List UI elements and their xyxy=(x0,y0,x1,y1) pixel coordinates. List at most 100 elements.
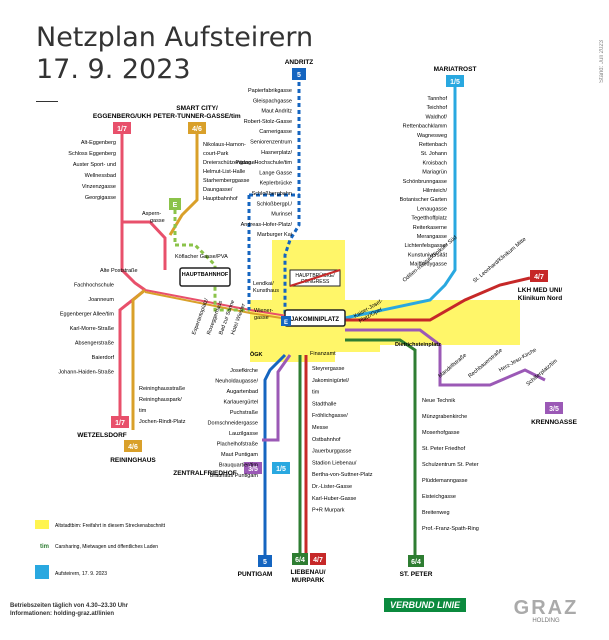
station-label: Alt-Eggenberg xyxy=(81,140,116,146)
station-label: Maiffredygasse xyxy=(410,262,447,268)
hauptbruecke-label-2: CONGRESS xyxy=(301,279,330,285)
stations-line-4-west: Nikolaus-Harnon-court-ParkDreierschützen… xyxy=(203,142,257,202)
terminus-reininghaus: REININGHAUS xyxy=(110,457,156,464)
station-label: Nikolaus-Harnon- xyxy=(203,142,246,148)
badge-zentralfriedhof-35: 3/5 xyxy=(244,462,262,474)
terminus-mariatrost: MARIATROST xyxy=(434,66,477,73)
label-rechbauer: Rechbauerstraße xyxy=(467,348,503,380)
terminus-andritz: ANDRITZ xyxy=(285,59,314,66)
station-label: Wellnessbad xyxy=(85,173,116,179)
line-4-7-east xyxy=(345,276,531,322)
station-label: Hasnerplatz/ xyxy=(261,150,292,156)
station-label: Plüddemanngasse xyxy=(422,478,468,484)
svg-text:4/6: 4/6 xyxy=(128,444,138,451)
map-title-date: 17. 9. 2023 xyxy=(36,54,191,85)
station-label: Breitenweg xyxy=(422,510,450,516)
station-label: Joanneum xyxy=(88,297,114,303)
station-label: Starhemberggasse xyxy=(203,178,249,184)
terminus-lkh-1: LKH MED UNI/ xyxy=(518,287,563,294)
station-label: Fröhlichgasse/ xyxy=(312,413,348,419)
label-leonhard: St. Leonhard/Klinikum Mitte xyxy=(472,237,527,285)
graz-holding-logo: GRAZ HOLDING xyxy=(507,598,585,626)
terminus-zentralfriedhof: ZENTRALFRIEDHOF xyxy=(173,470,237,477)
label-aspern-1: Aspern- xyxy=(142,211,161,217)
legend-altstadt-swatch xyxy=(35,520,49,529)
footer-hours: Betriebszeiten täglich von 4.30–23.30 Uh… xyxy=(10,603,129,609)
station-label: Marburger Kai xyxy=(257,232,292,238)
station-label: Maut Puntigam xyxy=(221,452,258,458)
station-label: Hilmteich/ xyxy=(423,188,448,194)
line-1-7-west xyxy=(120,125,146,292)
stations-line-4-south: ReininghausstraßeReininghauspark/timJoch… xyxy=(139,386,186,425)
station-label: Eggenberger Allee/tim xyxy=(60,312,115,318)
line-1-7-link xyxy=(122,220,167,270)
station-label: Andreas-Hofer-Platz/ xyxy=(241,222,293,228)
badge-wetzelsdorf: 1/7 xyxy=(111,416,129,428)
station-label: Lauzilgasse xyxy=(229,431,258,437)
station-label: Moserhofgasse xyxy=(422,430,460,436)
badge-lkh: 4/7 xyxy=(530,270,548,282)
svg-text:6/4: 6/4 xyxy=(411,559,421,566)
map-title: Netzplan Aufsteirern 17. 9. 2023 xyxy=(36,22,313,86)
station-label: Absengerstraße xyxy=(75,341,114,347)
svg-text:5: 5 xyxy=(297,72,301,79)
station-label: Tannhof xyxy=(427,96,447,102)
station-label: Brauhaus Puntigam xyxy=(210,473,259,479)
footer-info: Informationen: holding-graz.at/linien xyxy=(10,611,114,617)
label-oegk: ÖGK xyxy=(250,351,263,358)
station-label: Schloss Eggenberg xyxy=(68,151,116,157)
hauptbruecke-label-1: HAUPTBRÜCKE/ xyxy=(295,272,335,279)
svg-text:1/5: 1/5 xyxy=(450,79,460,86)
label-alte-post: Alte Poststraße xyxy=(100,268,138,274)
label-mandell: Mandellstraße xyxy=(437,353,468,380)
station-label: Papierfabrikgasse xyxy=(248,88,292,94)
terminus-smartcity-2: PETER-TUNNER-GASSE/tim xyxy=(153,113,241,120)
map-title-line1: Netzplan Aufsteirern xyxy=(36,22,314,53)
graz-logo-text: GRAZ xyxy=(513,597,579,619)
line-6-south xyxy=(345,338,417,560)
station-label: Jauerburggasse xyxy=(312,449,351,455)
label-finanzamt: Finanzamt xyxy=(310,351,336,357)
legend-tim: Carsharing, Mietwagen und öffentliches L… xyxy=(55,544,158,550)
station-label: P+R Murpark xyxy=(312,508,345,514)
station-label: court-Park xyxy=(203,151,229,157)
station-label: Münzgrabenkirche xyxy=(422,414,467,420)
svg-text:1/5: 1/5 xyxy=(276,466,286,473)
badge-e-center: E xyxy=(281,316,291,326)
legend-tim-icon: tim xyxy=(40,544,49,550)
stations-line-1-east: TannhofTeichhofWaldhof/RettenbachklammWa… xyxy=(400,96,448,268)
station-label: Lichtenfelsgasse/ xyxy=(405,243,448,249)
svg-text:4/7: 4/7 xyxy=(534,274,544,281)
station-label: Dreierschützengasse/ xyxy=(203,160,257,166)
station-label: Jochen-Rindt-Platz xyxy=(139,419,186,425)
station-label: Stadthalle xyxy=(312,401,336,407)
badge-e: E xyxy=(169,198,181,210)
station-label: Rettenbachklamm xyxy=(403,124,448,130)
station-label: St. Peter Friedhof xyxy=(422,446,466,452)
station-label: Puchstraße xyxy=(230,410,258,416)
station-label: Teichhof xyxy=(427,105,448,111)
stations-line-4-6-south: SteyrergasseJakominigürtel/timStadthalle… xyxy=(312,366,373,514)
station-label: Maut Andritz xyxy=(261,109,292,115)
svg-text:5: 5 xyxy=(263,559,267,566)
line-1-5-east xyxy=(344,85,457,320)
svg-text:3/5: 3/5 xyxy=(549,406,559,413)
verbund-logo: VERBUND LINIE xyxy=(384,598,467,612)
hauptbahnhof-label: HAUPTBAHNHOF xyxy=(182,272,229,278)
station-label: Dr.-Lister-Gasse xyxy=(312,484,352,490)
closed-cross xyxy=(289,269,341,287)
station-label: St. Johann xyxy=(421,151,447,157)
station-label: Mariagrün xyxy=(422,170,447,176)
line-e xyxy=(173,210,250,312)
terminus-stpeter: ST. PETER xyxy=(400,571,433,578)
station-label: Baierdorf xyxy=(92,355,115,361)
station-label: Carnerigasse xyxy=(259,129,292,135)
stations-line-6-south: Neue TechnikMünzgrabenkircheMoserhofgass… xyxy=(422,398,479,532)
label-wiener-2: gasse xyxy=(254,315,269,321)
badge-zentralfriedhof-15: 1/5 xyxy=(272,462,290,474)
stations-line-5-south: JosefkircheNeuholdaugasse/AugartenbadKar… xyxy=(208,368,259,479)
line-5-detour xyxy=(247,193,300,310)
svg-text:6/4: 6/4 xyxy=(295,557,305,564)
station-label: Stadion Liebenau/ xyxy=(312,460,357,466)
